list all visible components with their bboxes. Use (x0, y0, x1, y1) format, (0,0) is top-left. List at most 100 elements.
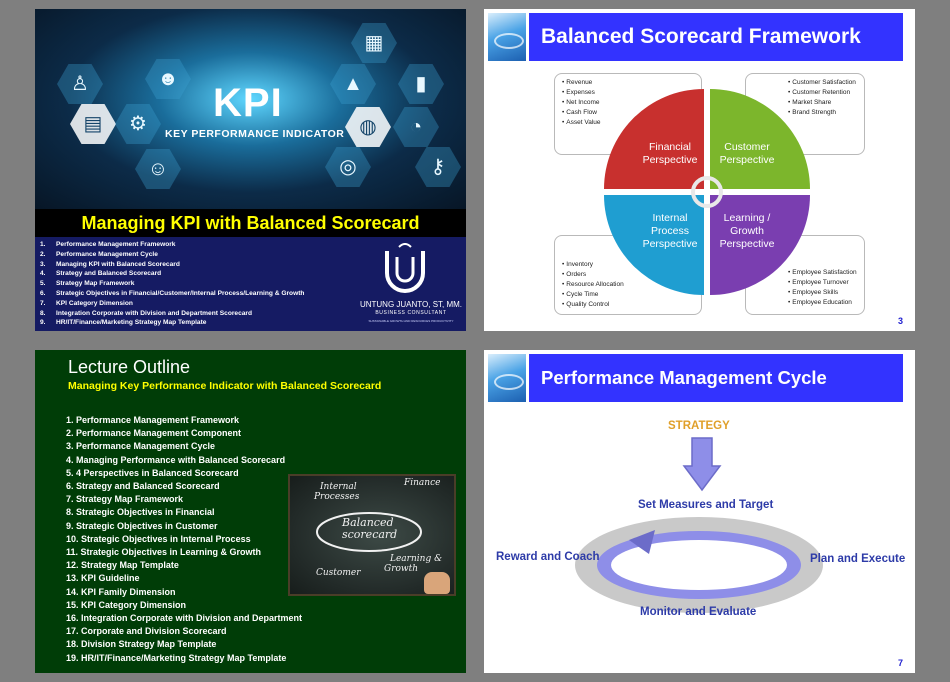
learning-quadrant (710, 195, 810, 295)
list-item: 2. Performance Management Component (66, 428, 242, 439)
outline-list: 1. Performance Management Framework 2. P… (66, 414, 302, 665)
pie-chart-icon: ◔ (393, 107, 439, 147)
list-item: Resource Allocation (562, 280, 623, 290)
topic-list: 1.Performance Management Framework 2.Per… (40, 240, 304, 328)
list-item: Employee Education (788, 298, 857, 308)
reward-coach-label: Reward and Coach (496, 551, 600, 563)
list-item: Cash Flow (562, 108, 601, 118)
list-item: 3.Managing KPI with Balanced Scorecard (40, 260, 180, 268)
list-item: 8.Integration Corporate with Division an… (40, 309, 253, 317)
chalk-scorecard: scorecard (342, 528, 398, 541)
internal-quadrant (604, 195, 704, 295)
list-item: 6. Strategy and Balanced Scorecard (66, 481, 220, 492)
kpi-heading: KPI (213, 81, 283, 125)
slide-thumbnail-1[interactable]: ♙ ☻ ▤ ⚙ ☺ ▦ ▲ ▮ ◍ ◔ ◎ ⚷ KPI KEY PERFORMA… (35, 9, 466, 331)
list-item: Cycle Time (562, 290, 624, 300)
growth-chart-icon: ▲ (330, 64, 376, 104)
list-item: Customer Retention (788, 88, 856, 98)
slide-subtitle: Managing Key Performance Indicator with … (68, 380, 382, 392)
plan-execute-label: Plan and Execute (810, 553, 906, 565)
list-item: 9.HR/IT/Finance/Marketing Strategy Map T… (40, 319, 207, 327)
chalk-learning: Learning & (390, 554, 443, 564)
list-item: Inventory (562, 260, 624, 270)
group-icon: ☺ (135, 149, 181, 189)
slide-thumbnail-7[interactable]: Performance Management Cycle STRATEGY Se… (484, 350, 915, 673)
cycle-ring (575, 517, 823, 613)
slide-thumbnail-3[interactable]: Balanced Scorecard Framework Revenue Exp… (484, 9, 915, 331)
target-icon: ◎ (325, 147, 371, 187)
list-item: Orders (562, 270, 624, 280)
kpi-hero-image: ♙ ☻ ▤ ⚙ ☺ ▦ ▲ ▮ ◍ ◔ ◎ ⚷ KPI KEY PERFORMA… (35, 9, 466, 209)
chalk-balanced: Balanced (342, 516, 394, 529)
list-item: Revenue (562, 78, 601, 88)
bar-chart-icon: ▮ (398, 64, 444, 104)
list-item: 19. HR/IT/Finance/Marketing Strategy Map… (66, 652, 287, 663)
set-measures-label: Set Measures and Target (638, 499, 774, 511)
slide-title: Managing KPI with Balanced Scorecard (81, 213, 420, 233)
chalk-processes: Processes (314, 492, 360, 502)
list-item: Employee Skills (788, 288, 857, 298)
list-item: 1. Performance Management Framework (66, 415, 240, 425)
list-item: 6.Strategic Objectives in Financial/Cust… (40, 289, 305, 297)
list-item: 1.Performance Management Framework (40, 241, 176, 248)
list-item: 13. KPI Guideline (66, 573, 140, 584)
list-item: 10. Strategic Objectives in Internal Pro… (66, 533, 251, 544)
slide-title: Balanced Scorecard Framework (541, 25, 861, 48)
key-icon: ⚷ (415, 147, 461, 187)
page-number: 3 (897, 316, 903, 326)
list-item: Employee Satisfaction (788, 268, 856, 278)
slide-title: Performance Management Cycle (541, 367, 827, 388)
slide-title: Lecture Outline (68, 357, 191, 377)
chalk-ellipse (316, 512, 422, 552)
strategy-label: STRATEGY (668, 420, 730, 432)
monitor-evaluate-label: Monitor and Evaluate (640, 606, 757, 618)
list-item: Employee Turnover (788, 278, 857, 288)
slide-title-bar: Balanced Scorecard Framework (529, 13, 903, 61)
list-item: 8. Strategic Objectives in Financial (66, 507, 215, 518)
chalkboard-image: Internal Processes Finance Balanced scor… (288, 474, 456, 596)
slide-title-bar: Performance Management Cycle (529, 354, 903, 402)
kpi-subheading: KEY PERFORMANCE INDICATOR (165, 128, 345, 140)
list-item: 7. Strategy Map Framework (66, 494, 184, 505)
list-item: 17. Corporate and Division Scorecard (66, 626, 227, 637)
chalk-customer: Customer (316, 568, 361, 578)
globe-logo-icon (488, 13, 526, 61)
list-item: Brand Strength (788, 108, 856, 118)
chalk-internal: Internal (320, 482, 357, 492)
topic-list-panel: 1.Performance Management Framework 2.Per… (35, 237, 466, 331)
list-item: 16. Integration Corporate with Division … (66, 613, 303, 624)
slide-title-bar: Managing KPI with Balanced Scorecard (35, 209, 466, 237)
list-item: 3. Performance Management Cycle (66, 441, 216, 452)
list-item: Expenses (562, 88, 601, 98)
balanced-scorecard-wheel (604, 89, 810, 295)
list-item: 7.KPI Category Dimension (40, 299, 133, 307)
list-item: Customer Satisfaction (788, 78, 856, 88)
list-item: Quality Control (562, 300, 624, 310)
list-item: 4.Strategy and Balanced Scorecard (40, 270, 162, 278)
globe-logo-icon (488, 354, 526, 402)
hand-icon (424, 572, 450, 594)
cycle-arrow-icon (691, 176, 723, 208)
list-item: Market Share (788, 98, 856, 108)
dashboard-icon: ▦ (351, 23, 397, 63)
down-arrow-icon (682, 437, 722, 492)
list-item: 5.Strategy Map Framework (40, 280, 135, 288)
list-item: 9. Strategic Objectives in Customer (66, 520, 218, 531)
globe-icon: ◍ (345, 107, 391, 147)
chalk-finance: Finance (404, 478, 441, 488)
page-number: 7 (897, 658, 903, 668)
list-item: 4. Managing Performance with Balanced Sc… (66, 454, 286, 465)
list-item: 5. 4 Perspectives in Balanced Scorecard (66, 467, 239, 478)
list-item: Net Income (562, 98, 601, 108)
list-item: 11. Strategic Objectives in Learning & G… (66, 547, 262, 558)
list-item: 14. KPI Family Dimension (66, 586, 176, 597)
list-item: 18. Division Strategy Map Template (66, 639, 217, 650)
presenter-icon: ♙ (57, 64, 103, 104)
slide-thumbnail-lecture-outline[interactable]: Lecture Outline Managing Key Performance… (35, 350, 466, 673)
list-item: 2.Performance Management Cycle (40, 250, 158, 258)
chalk-growth: Growth (384, 564, 419, 574)
